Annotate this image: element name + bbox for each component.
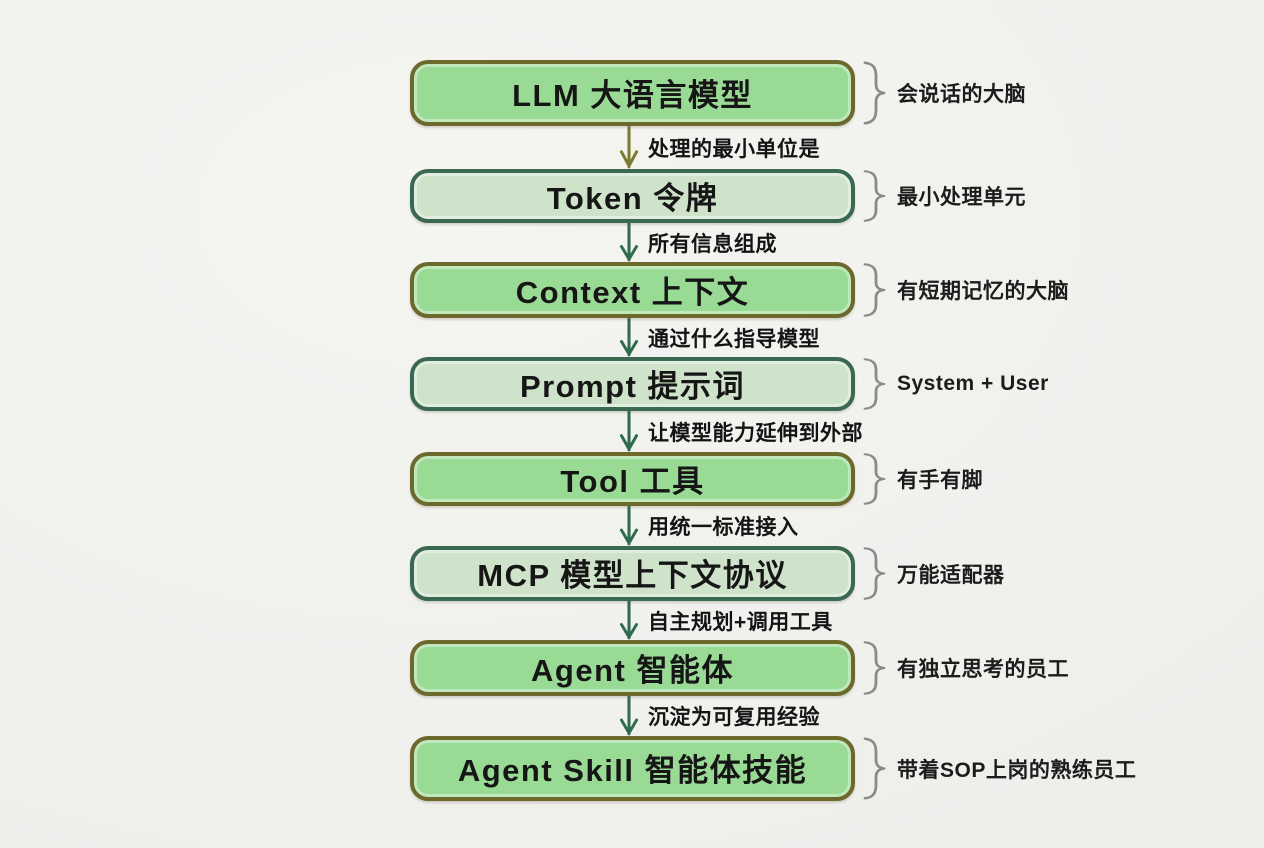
arrow-icon [616,318,642,357]
brace-icon [861,169,887,223]
annotation-token: 最小处理单元 [897,186,1026,209]
arrow-icon [616,601,642,640]
arrow-label: 所有信息组成 [648,232,777,256]
arrow-label: 自主规划+调用工具 [648,610,833,634]
node-title: Agent Skill 智能体技能 [457,753,808,788]
flow-node-llm: LLM 大语言模型 [410,60,855,126]
flow-node-tool: Tool 工具 [410,452,855,506]
flow-node-context: Context 上下文 [410,262,855,318]
arrow-icon [616,223,642,262]
annotation-llm: 会说话的大脑 [897,83,1026,106]
brace-icon [861,60,887,126]
annotation-prompt: System + User [897,372,1049,395]
arrow-icon [616,126,642,169]
annotation-context: 有短期记忆的大脑 [897,280,1069,303]
node-title: Tool 工具 [560,463,705,499]
arrow-icon [616,696,642,736]
brace-icon [861,546,887,601]
node-title: Token 令牌 [546,180,719,216]
annotation-agent: 有独立思考的员工 [897,658,1069,681]
flow-node-prompt: Prompt 提示词 [410,357,855,411]
arrow-label: 处理的最小单位是 [648,137,820,161]
node-title: LLM 大语言模型 [512,77,753,113]
arrow-label: 用统一标准接入 [648,516,799,539]
flow-node-token: Token 令牌 [410,169,855,223]
arrow-icon [616,506,642,546]
flow-node-agent: Agent 智能体 [410,640,855,696]
flow-node-mcp: MCP 模型上下文协议 [410,546,855,601]
brace-icon [861,452,887,506]
brace-icon [861,736,887,801]
annotation-agent-skill: 带着SOP上岗的熟练员工 [897,758,1137,782]
arrow-label: 通过什么指导模型 [648,327,820,351]
brace-icon [861,357,887,411]
node-title: Context 上下文 [515,274,750,310]
arrow-label: 让模型能力延伸到外部 [648,421,863,445]
brace-icon [861,640,887,696]
node-title: MCP 模型上下文协议 [477,558,788,593]
flow-node-agent-skill: Agent Skill 智能体技能 [410,736,855,801]
arrow-label: 沉淀为可复用经验 [648,706,820,729]
annotation-mcp: 万能适配器 [897,563,1005,587]
node-title: Prompt 提示词 [519,368,746,404]
node-title: Agent 智能体 [531,652,734,688]
annotation-tool: 有手有脚 [897,469,983,492]
arrow-icon [616,411,642,452]
brace-icon [861,262,887,318]
